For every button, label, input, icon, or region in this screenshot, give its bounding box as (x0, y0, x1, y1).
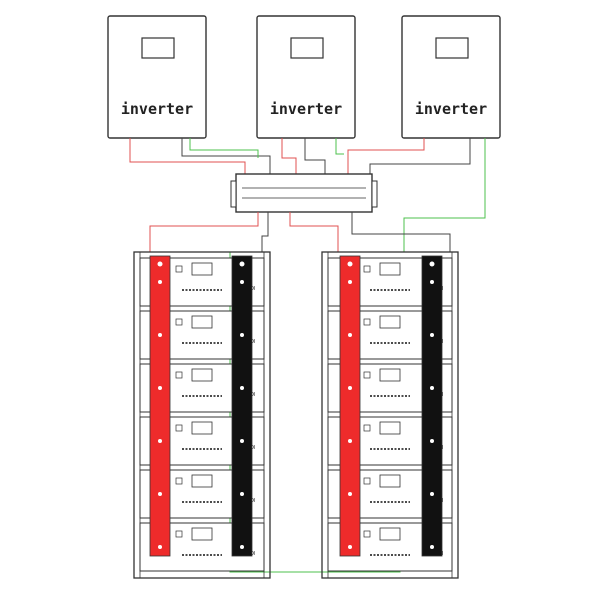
battery-module-label: OI (250, 551, 255, 557)
inverter-display-icon (290, 37, 324, 59)
inverter-display-icon (141, 37, 175, 59)
battery-module-label: OI (250, 445, 255, 451)
battery-rack-2: OI OI OI OI OI (321, 251, 459, 579)
inverter-label: inverter (415, 100, 487, 118)
positive-wire (289, 212, 339, 252)
busbar-terminal-icon (347, 261, 435, 549)
positive-wire (129, 138, 246, 174)
inverter-label: inverter (121, 100, 193, 118)
battery-module-label: OI (250, 392, 255, 398)
negative-wire (369, 138, 471, 174)
positive-wire (281, 138, 297, 174)
busbar-terminal-icon (157, 261, 245, 549)
battery-rack-1: OI OI OI OI OI (133, 251, 271, 579)
inverter-1: inverter (107, 15, 207, 139)
positive-busbar (339, 255, 361, 557)
communication-wire (403, 138, 486, 252)
inverter-3: inverter (401, 15, 501, 139)
negative-busbar (231, 255, 253, 557)
communication-wire (189, 138, 259, 158)
inverter-wires (129, 138, 486, 252)
positive-busbar (149, 255, 171, 557)
negative-wire (351, 212, 451, 252)
battery-module-label: OI (250, 498, 255, 504)
communication-wire (335, 138, 344, 155)
positive-wire (149, 212, 259, 252)
negative-wire (304, 138, 326, 174)
inverter-display-icon (435, 37, 469, 59)
combiner-box (230, 173, 378, 213)
inverter-2: inverter (256, 15, 356, 139)
negative-wire (181, 138, 271, 174)
inverter-label: inverter (270, 100, 342, 118)
battery-module-label: OI (250, 339, 255, 345)
battery-module-label: OI (250, 286, 255, 292)
negative-busbar (421, 255, 443, 557)
negative-wire (261, 212, 269, 252)
combiner-box-icon (235, 173, 373, 213)
positive-wire (347, 138, 425, 174)
